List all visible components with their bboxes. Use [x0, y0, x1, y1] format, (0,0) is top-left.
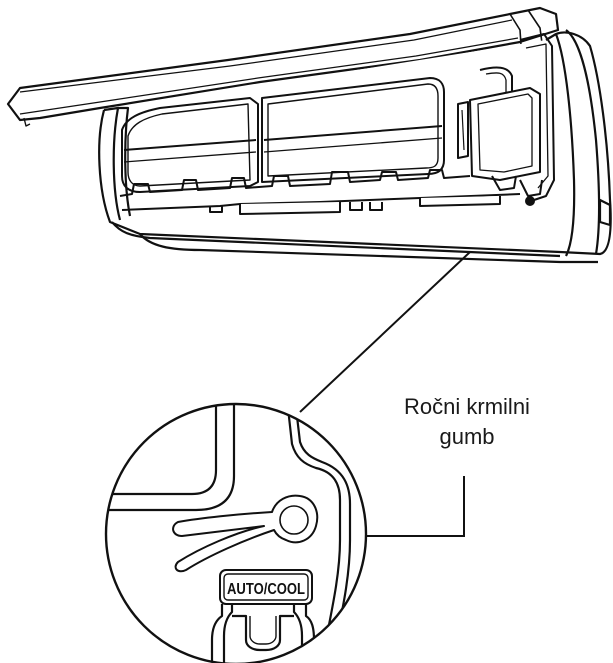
- manual-control-button-label: Ročni krmilni gumb: [372, 392, 562, 452]
- button-marking: AUTO/COOL: [227, 581, 305, 598]
- manual-button-lever: [172, 494, 319, 573]
- filter-frame: [119, 77, 521, 215]
- label-pointer: [362, 476, 465, 537]
- front-panel: [6, 6, 560, 127]
- label-line-1: Ročni krmilni: [404, 394, 530, 419]
- control-box: [457, 33, 555, 206]
- magnified-detail: AUTO/COOL: [104, 402, 368, 663]
- leader-line: [299, 251, 471, 413]
- auto-cool-plate: [219, 569, 313, 605]
- label-line-2: gumb: [439, 424, 495, 449]
